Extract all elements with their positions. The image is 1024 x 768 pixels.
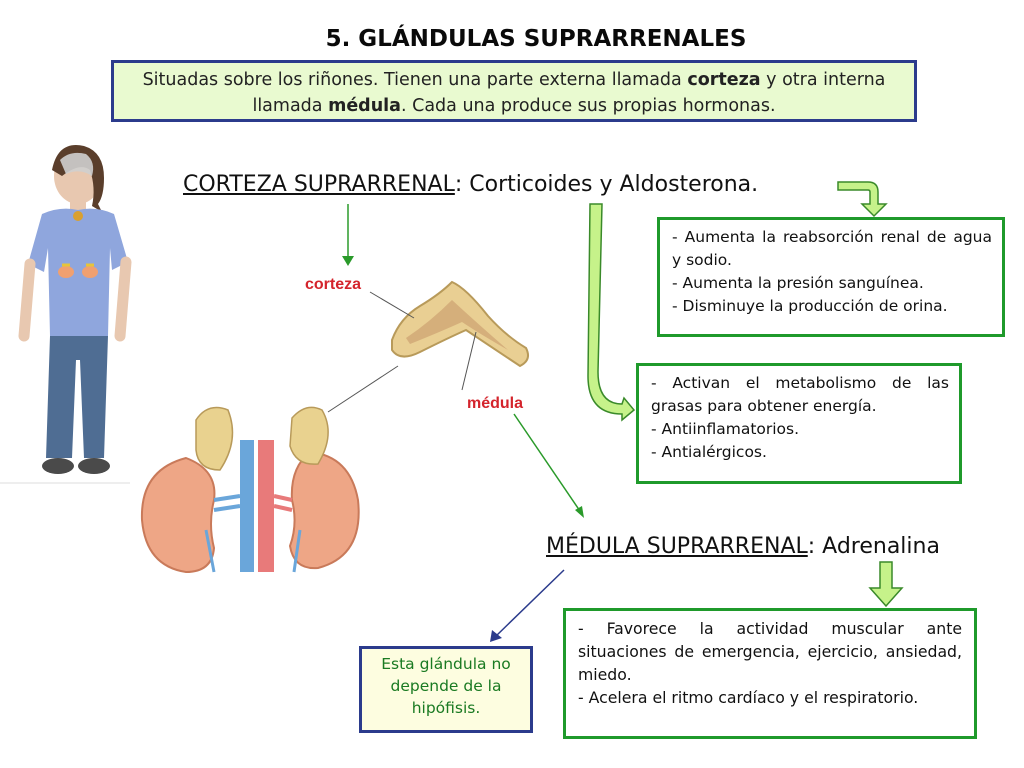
intro-text-3: . Cada una produce sus propias hormonas. xyxy=(400,96,776,116)
corticoides-effect-2: - Antiinflamatorios. xyxy=(651,420,800,438)
corteza-hormones: : Corticoides y Aldosterona. xyxy=(454,172,759,197)
intro-text-2: y otra interna llamada xyxy=(252,70,886,116)
corticoides-effect-1: - Activan el metabolismo de las grasas p… xyxy=(651,374,949,415)
intro-box: Situadas sobre los riñones. Tienen una p… xyxy=(111,60,917,122)
label-corteza: corteza xyxy=(305,276,362,293)
medula-heading: MÉDULA SUPRARRENAL: Adrenalina xyxy=(546,534,940,559)
corteza-heading-title: CORTEZA SUPRARRENAL xyxy=(183,172,455,197)
label-medula: médula xyxy=(467,395,524,412)
aldosterona-effect-1: - Aumenta la reabsorción renal de agua y… xyxy=(672,228,992,269)
aldosterona-effect-2: - Aumenta la presión sanguínea. xyxy=(672,274,924,292)
corticoides-effect-3: - Antialérgicos. xyxy=(651,443,767,461)
adrenalina-effect-1: - Favorece la actividad muscular ante si… xyxy=(578,619,962,684)
medula-hormones: : Adrenalina xyxy=(807,534,940,559)
hipofisis-note-box: Esta glándula no depende de la hipófisis… xyxy=(359,646,533,733)
aldosterona-effect-3: - Disminuye la producción de orina. xyxy=(672,297,948,315)
intro-bold-corteza: corteza xyxy=(687,70,761,90)
adrenalina-effects-box: - Favorece la actividad muscular ante si… xyxy=(563,608,977,739)
intro-text-1: Situadas sobre los riñones. Tienen una p… xyxy=(142,70,688,90)
corteza-heading: CORTEZA SUPRARRENAL: Corticoides y Aldos… xyxy=(183,172,758,197)
page-title: 5. GLÁNDULAS SUPRARRENALES xyxy=(325,26,747,52)
aldosterona-effects-box: - Aumenta la reabsorción renal de agua y… xyxy=(657,217,1005,337)
child-figure xyxy=(0,145,132,484)
adrenal-gland-zoom xyxy=(327,280,529,413)
intro-bold-medula: médula xyxy=(328,96,401,116)
connector-arrows xyxy=(342,204,584,642)
adrenalina-effect-2: - Acelera el ritmo cardíaco y el respira… xyxy=(578,688,919,707)
corticoides-effects-box: - Activan el metabolismo de las grasas p… xyxy=(636,363,962,484)
block-arrows xyxy=(587,181,904,608)
medula-heading-title: MÉDULA SUPRARRENAL xyxy=(546,534,808,559)
kidneys-illustration xyxy=(140,406,360,574)
